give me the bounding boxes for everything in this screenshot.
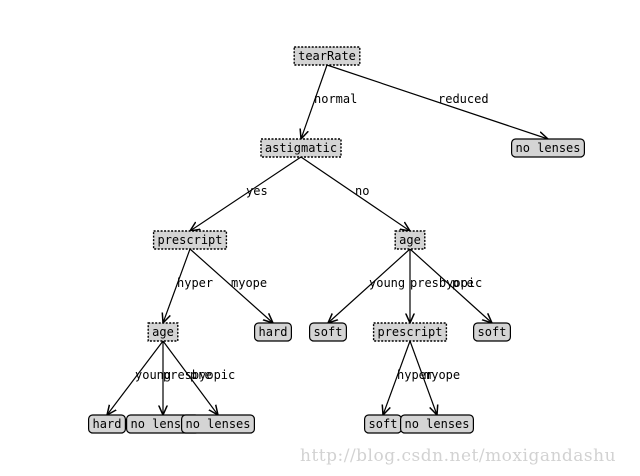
edge-age_1-to-no_lenses_3: [162, 340, 218, 415]
edge-prescript_1-to-age_1: [163, 248, 191, 323]
node-box: [511, 138, 586, 158]
node-box: [152, 230, 228, 250]
edge-label-myope: myope: [424, 368, 460, 382]
edge-label-pre: pre: [190, 368, 212, 382]
node-box: [400, 414, 475, 434]
node-label: tearRate: [298, 49, 356, 63]
leaf-node-soft-1: soft: [309, 322, 348, 342]
node-box: [147, 322, 179, 342]
node-layer: tearRate no lenses astigmatic prescript age a…: [87, 46, 586, 434]
node-box: [254, 322, 293, 342]
node-label: hard: [93, 417, 122, 431]
edge-label-hyper: hyper: [397, 368, 433, 382]
edge-label-young: young: [135, 368, 171, 382]
edge-age_2-to-soft_2: [409, 248, 492, 323]
leaf-node-no-lenses-3: no lenses: [181, 414, 256, 434]
edge-label-yes: yes: [246, 184, 268, 198]
edge-prescript_2-to-no_lenses_4: [409, 340, 437, 415]
leaf-node-hard-1: hard: [254, 322, 293, 342]
decision-node-age-2: age: [394, 230, 426, 250]
edge-tearRate-to-astigmatic: [301, 64, 328, 139]
node-label: no lenses: [185, 417, 250, 431]
leaf-node-no-lenses-1: no lenses: [511, 138, 586, 158]
edge-astigmatic-to-prescript_1: [190, 156, 302, 231]
node-box: [293, 46, 361, 66]
leaf-node-soft-2: soft: [473, 322, 512, 342]
node-label: prescript: [157, 233, 222, 247]
edge-prescript_2-to-soft_3: [383, 340, 411, 415]
node-label: hard: [259, 325, 288, 339]
node-box: [372, 322, 448, 342]
edge-label-reduced: reduced: [438, 92, 489, 106]
edge-label-pre: pre: [452, 276, 474, 290]
watermark: http://blog.csdn.net/moxigandashu: [300, 446, 617, 466]
decision-node-age-1: age: [147, 322, 179, 342]
edge-label-hyper: hyper: [177, 276, 213, 290]
edge-label-no: no: [355, 184, 369, 198]
node-label: age: [152, 325, 174, 339]
decision-node-prescript-2: prescript: [372, 322, 448, 342]
leaf-node-soft-3: soft: [364, 414, 403, 434]
node-label: prescript: [377, 325, 442, 339]
node-label: no lenses: [130, 417, 195, 431]
edge-label-presbyopic: presbyopic: [163, 368, 235, 382]
decision-node-tearRate: tearRate: [293, 46, 361, 66]
edge-label-presbyopic: presbyopic: [410, 276, 482, 290]
node-label: soft: [314, 325, 343, 339]
edge-tearRate-to-no_lenses_1: [326, 64, 548, 139]
edge-prescript_1-to-hard_1: [189, 248, 273, 323]
edge-label-myope: myope: [231, 276, 267, 290]
edge-label-young: young: [369, 276, 405, 290]
node-label: soft: [478, 325, 507, 339]
node-box: [87, 414, 126, 434]
node-box: [260, 138, 342, 158]
edge-label-normal: normal: [314, 92, 357, 106]
node-label: astigmatic: [265, 141, 337, 155]
leaf-node-no-lenses-4: no lenses: [400, 414, 475, 434]
node-box: [309, 322, 348, 342]
leaf-node-hard-2: hard: [87, 414, 126, 434]
decision-node-astigmatic: astigmatic: [260, 138, 342, 158]
node-box: [473, 322, 512, 342]
node-label: no lenses: [404, 417, 469, 431]
node-label: no lenses: [515, 141, 580, 155]
edge-astigmatic-to-age_2: [300, 156, 410, 231]
edge-layer: [107, 64, 548, 415]
node-label: age: [399, 233, 421, 247]
edge-age_1-to-hard_2: [107, 340, 164, 415]
node-box: [394, 230, 426, 250]
node-box: [181, 414, 256, 434]
node-label: soft: [369, 417, 398, 431]
decision-node-prescript-1: prescript: [152, 230, 228, 250]
edge-age_2-to-soft_1: [328, 248, 411, 323]
